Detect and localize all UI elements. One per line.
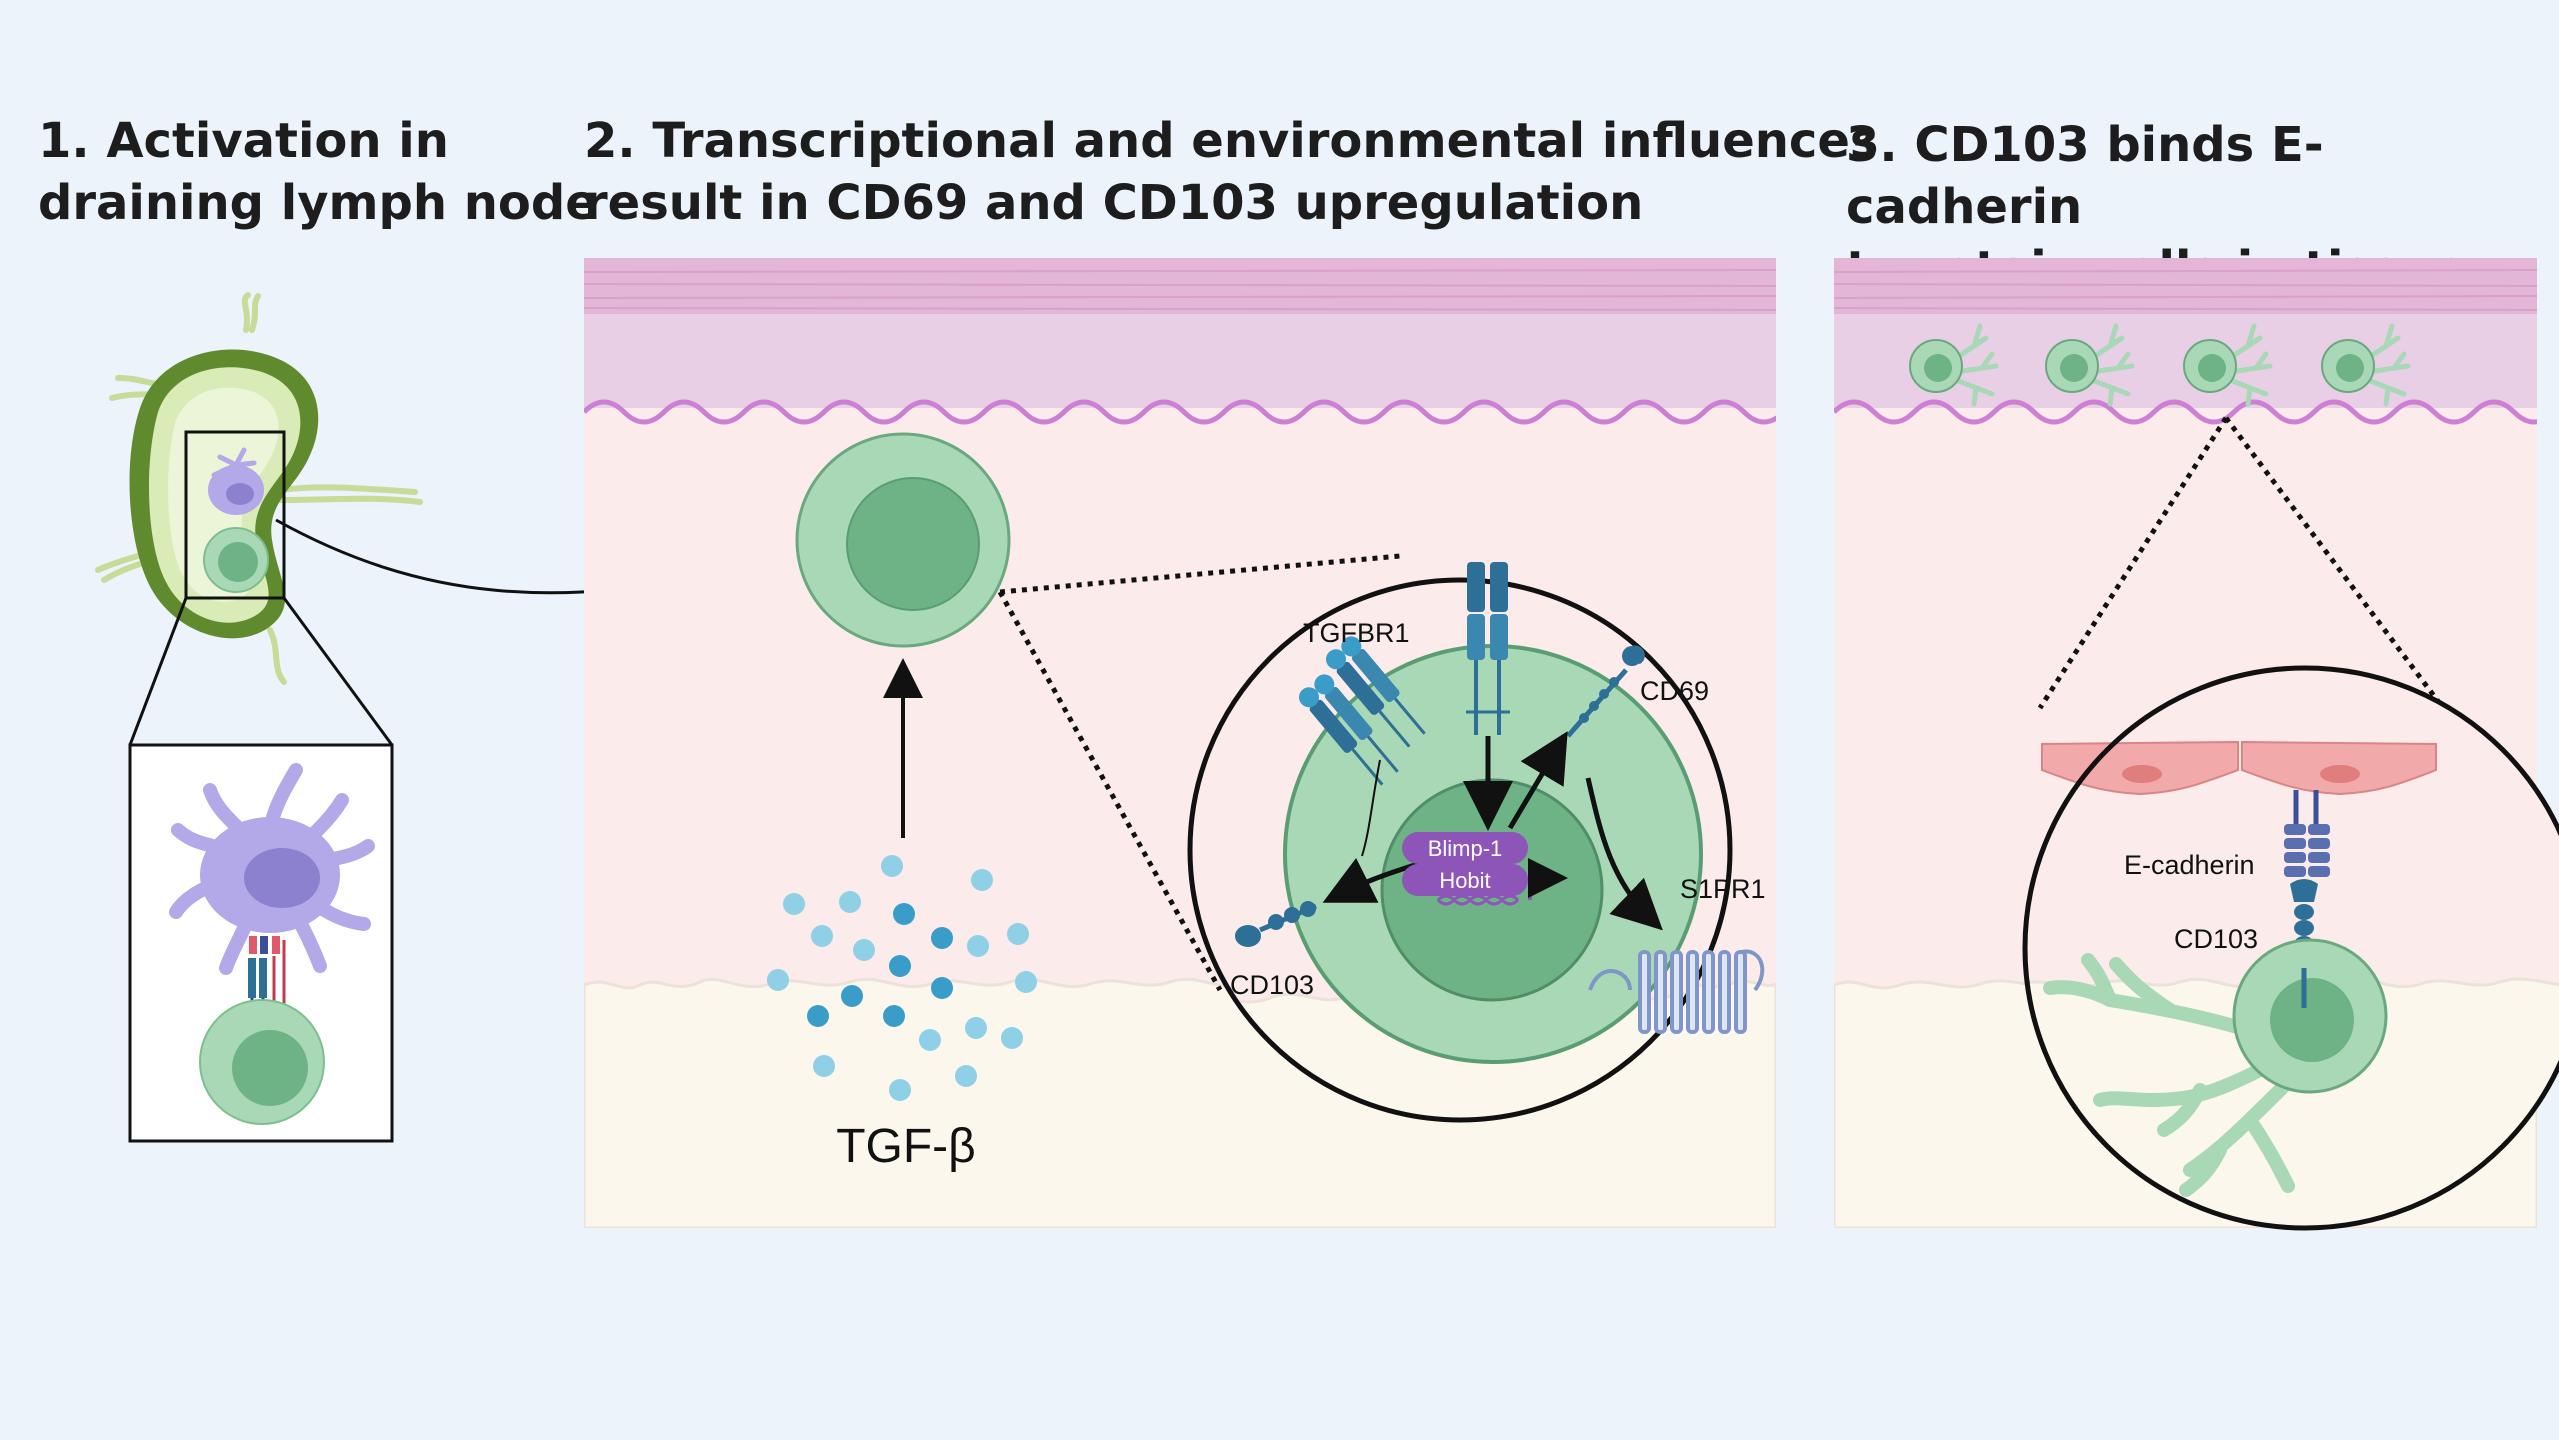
- panel1-title: 1. Activation in draining lymph node: [38, 113, 598, 231]
- dendritic-cell-large: [169, 763, 375, 975]
- trm-cell-nucleus: [846, 477, 980, 611]
- cd103-panel3-label: CD103: [2174, 924, 2258, 954]
- zoom-circle-panel3: [2022, 665, 2559, 1231]
- s1pr1-receptor: [1588, 949, 1765, 1034]
- cd103-label: CD103: [1230, 970, 1314, 1000]
- resident-t-cells: [1909, 323, 2411, 407]
- arrow-to-cd69: [1507, 731, 1568, 830]
- panel2-title: 2. Transcriptional and environmental inf…: [584, 113, 1879, 231]
- arrow-to-s1pr1: [1585, 777, 1663, 931]
- cd69-label: CD69: [1640, 676, 1709, 706]
- lymph-node-zoom-box: [184, 430, 286, 600]
- cd69-receptor: [1566, 645, 1645, 738]
- tgf-beta-molecules: [767, 855, 1037, 1101]
- s1pr1-label: S1PR1: [1680, 874, 1766, 904]
- basement-membrane: [584, 399, 1776, 425]
- e-cadherin-molecule: [2284, 790, 2330, 877]
- panel2-tissue: [584, 258, 1776, 1228]
- cd103-receptor: [1235, 901, 1317, 947]
- blimp1-tf: [1402, 832, 1528, 864]
- hobit-tf: [1402, 864, 1528, 896]
- dendritic-cell-small: [208, 447, 264, 515]
- t-cell-small-nucleus: [218, 542, 258, 582]
- tgf-beta-label: TGF-β: [836, 1120, 976, 1173]
- lymph-node: [95, 292, 423, 685]
- resident-t-cell-zoom: [2043, 938, 2388, 1197]
- blimp1-label: Blimp-1: [1428, 836, 1503, 861]
- tgfbr1-label: TGFBR1: [1303, 618, 1410, 648]
- hobit-label: Hobit: [1439, 868, 1490, 893]
- dna-strand: [1436, 894, 1520, 906]
- tgfbr1-receptor: [1299, 636, 1426, 786]
- transcription-factors: [1402, 832, 1568, 906]
- t-cell-large-nucleus: [232, 1030, 308, 1106]
- arrow-to-cd103: [1322, 857, 1419, 903]
- tgf-beta-receptor-complex: [1466, 562, 1510, 735]
- e-cadherin-label: E-cadherin: [2124, 850, 2255, 880]
